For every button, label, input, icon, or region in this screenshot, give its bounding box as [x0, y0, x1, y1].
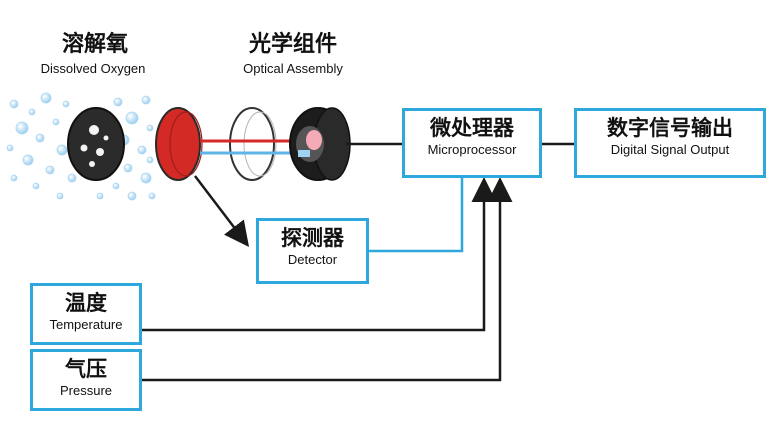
- digital-signal-output-cn-label: 数字信号输出: [607, 116, 733, 140]
- optical-lens: [229, 107, 277, 181]
- temperature-to-microprocessor-arrow: [142, 177, 497, 332]
- digital-signal-output-box: 数字信号输出 Digital Signal Output: [574, 108, 766, 178]
- dissolved-oxygen-en-label: Dissolved Oxygen: [40, 61, 146, 76]
- pressure-to-microprocessor-arrow: [142, 177, 513, 382]
- membrane-disc: [67, 107, 125, 181]
- oxygen-bubbles: [6, 92, 156, 201]
- optical-housing: [289, 107, 351, 181]
- optical-assembly-en-label: Optical Assembly: [243, 61, 343, 76]
- optical-assembly-cn-label: 光学组件: [248, 32, 337, 57]
- detector-cn-label: 探测器: [281, 226, 344, 250]
- microprocessor-box: 微处理器 Microprocessor: [402, 108, 542, 178]
- red-fluorescent-disc: [155, 107, 203, 181]
- detector-to-microprocessor-line: [369, 178, 464, 253]
- pressure-box: 气压 Pressure: [30, 349, 142, 411]
- temperature-box: 温度 Temperature: [30, 283, 142, 345]
- microprocessor-cn-label: 微处理器: [430, 116, 514, 140]
- pressure-en-label: Pressure: [59, 383, 113, 398]
- digital-signal-output-en-label: Digital Signal Output: [610, 142, 730, 157]
- temperature-en-label: Temperature: [49, 317, 123, 332]
- detector-en-label: Detector: [287, 252, 338, 267]
- microprocessor-en-label: Microprocessor: [427, 142, 517, 157]
- temperature-cn-label: 温度: [65, 291, 107, 315]
- detector-box: 探测器 Detector: [256, 218, 369, 284]
- dissolved-oxygen-cn-label: 溶解氧: [61, 32, 128, 57]
- pressure-cn-label: 气压: [65, 357, 107, 381]
- arrow-to-detector: [194, 175, 250, 247]
